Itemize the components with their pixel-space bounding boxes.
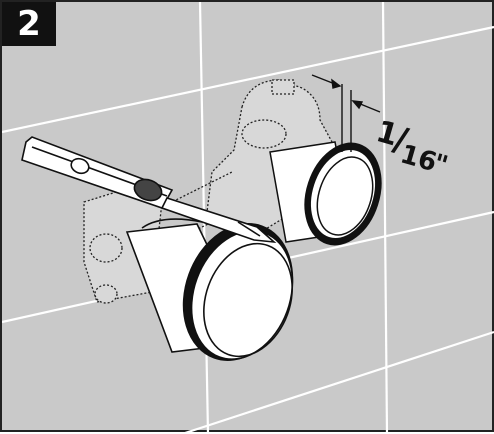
dimension-arrowhead-left bbox=[331, 78, 342, 89]
valve-port-top bbox=[241, 119, 287, 149]
screwdriver-tip-line bbox=[237, 221, 261, 237]
right-cartridge-cap-edge bbox=[316, 156, 374, 236]
valve-port-left bbox=[89, 233, 123, 263]
front-cartridge-shading bbox=[141, 218, 203, 229]
screwdriver bbox=[21, 136, 277, 244]
tile-grout-line bbox=[381, 2, 389, 434]
tile-grout-line bbox=[181, 330, 494, 434]
screwdriver-handle-hole bbox=[70, 157, 90, 175]
right-cartridge bbox=[269, 141, 382, 246]
screwdriver-shaft bbox=[160, 197, 277, 244]
dimension-arrowhead-right bbox=[351, 100, 364, 110]
valve-port-bottom bbox=[94, 284, 118, 304]
front-cartridge-cap-edge bbox=[203, 242, 293, 358]
gap-dimension bbox=[311, 74, 381, 152]
tile-grout-line bbox=[2, 25, 494, 134]
front-cartridge bbox=[125, 218, 294, 361]
valve-mount-tab bbox=[271, 79, 295, 95]
step-number-badge: 2 bbox=[2, 2, 56, 46]
right-cartridge-cap bbox=[309, 148, 377, 240]
screwdriver-grip bbox=[133, 178, 163, 202]
